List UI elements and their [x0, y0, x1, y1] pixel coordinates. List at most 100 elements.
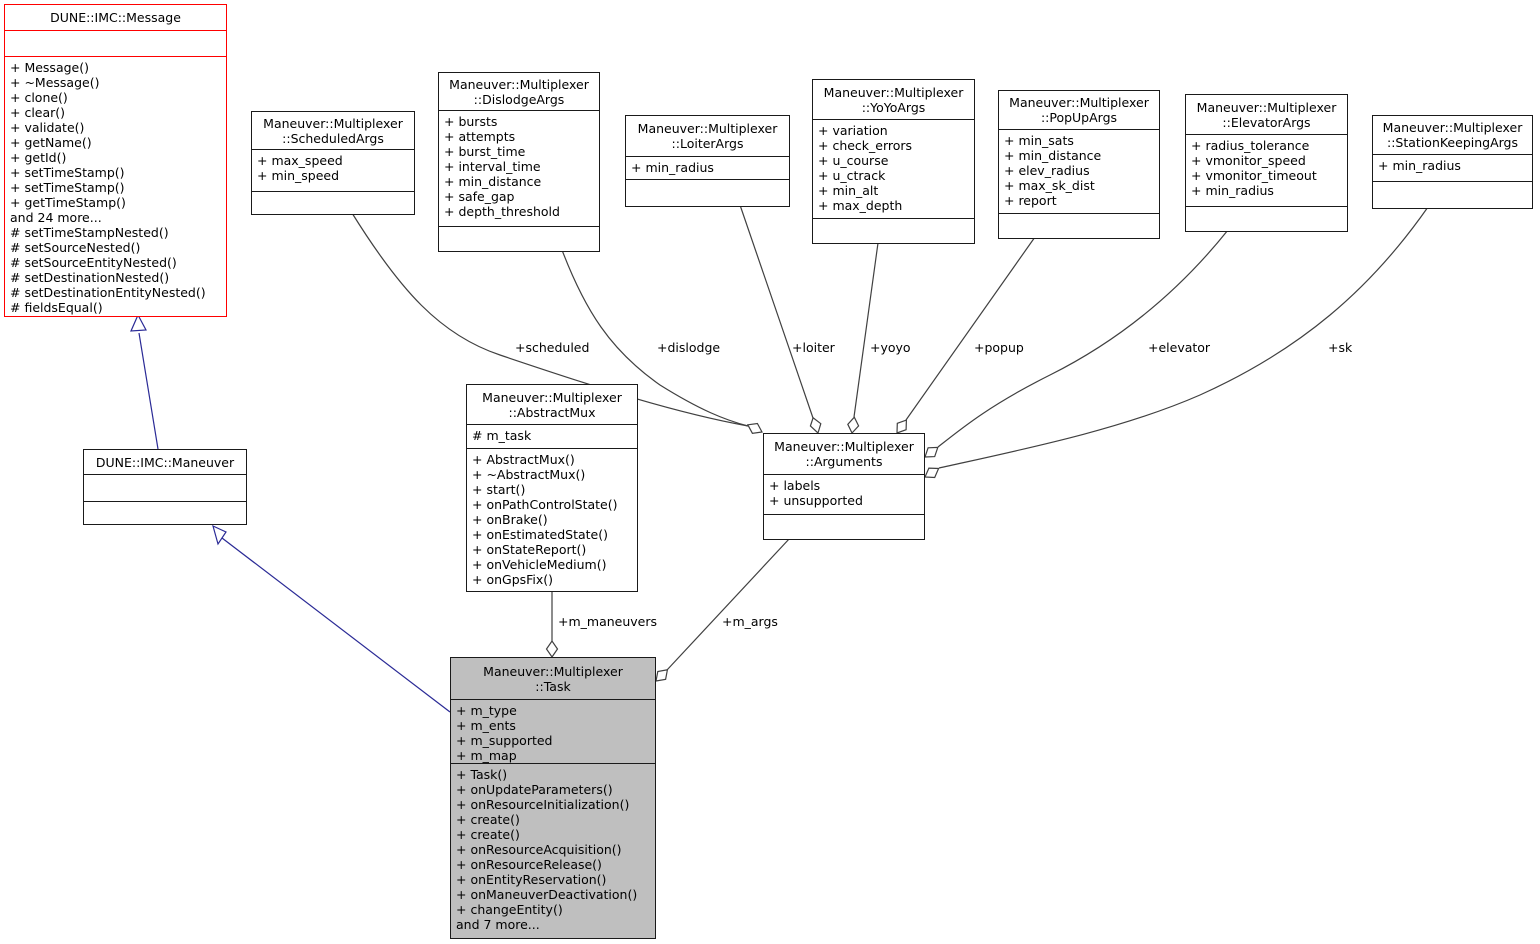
method-line: + getId()	[10, 150, 67, 165]
method-line: + setTimeStamp()	[10, 165, 125, 180]
edge-label-m-maneuvers: +m_maneuvers	[558, 614, 658, 629]
method-line: + onGpsFix()	[472, 572, 554, 587]
attribute-line: + m_ents	[456, 718, 516, 733]
edge-label-scheduled: +scheduled	[515, 340, 590, 355]
method-line: # fieldsEqual()	[10, 300, 103, 315]
inheritance-arrowhead	[212, 524, 227, 546]
class-box-arguments: Maneuver::Multiplexer::Arguments + label…	[763, 433, 925, 540]
method-line: + onBrake()	[472, 512, 548, 527]
method-line: + onEntityReservation()	[456, 872, 607, 887]
edge-label-popup: +popup	[974, 340, 1024, 355]
class-title-line: Maneuver::Multiplexer	[482, 389, 622, 405]
attribute-line: + radius_tolerance	[1191, 138, 1310, 153]
edge-m-args	[666, 537, 791, 671]
class-attributes	[5, 30, 226, 56]
class-title: Maneuver::Multiplexer::Task	[451, 658, 655, 699]
class-box-scheduled-args: Maneuver::Multiplexer::ScheduledArgs + m…	[251, 111, 415, 215]
class-title-line: DUNE::IMC::Message	[50, 10, 181, 25]
aggregation-diamond	[924, 446, 939, 458]
edge-popup	[905, 236, 1036, 421]
method-line: + Message()	[10, 60, 89, 75]
class-methods	[813, 218, 974, 243]
class-title-line: Maneuver::Multiplexer	[449, 76, 589, 92]
class-box-dislodge-args: Maneuver::Multiplexer::DislodgeArgs + bu…	[438, 72, 600, 252]
class-attributes: + max_speed+ min_speed	[252, 149, 414, 191]
edge-label-loiter: +loiter	[792, 340, 835, 355]
class-title-line: ::PopUpArgs	[1040, 110, 1118, 125]
aggregation-diamond	[545, 639, 559, 659]
method-line: + onEstimatedState()	[472, 527, 609, 542]
class-methods	[1186, 206, 1347, 231]
attribute-line: + max_speed	[257, 153, 343, 168]
edge-maneuver-inherits-message	[138, 332, 159, 450]
method-line: + onResourceAcquisition()	[456, 842, 622, 857]
class-methods	[84, 501, 246, 524]
method-line: + clear()	[10, 105, 66, 120]
class-attributes: # m_task	[467, 424, 637, 448]
method-line: + getTimeStamp()	[10, 195, 126, 210]
method-line: + create()	[456, 827, 520, 842]
attribute-line: + u_course	[818, 153, 889, 168]
class-methods	[764, 514, 924, 539]
class-title: Maneuver::Multiplexer::PopUpArgs	[999, 91, 1159, 129]
class-title: Maneuver::Multiplexer::LoiterArgs	[626, 116, 789, 156]
method-line: # setSourceNested()	[10, 240, 141, 255]
class-methods: + Task()+ onUpdateParameters()+ onResour…	[451, 763, 655, 938]
class-attributes: + labels+ unsupported	[764, 474, 924, 514]
class-title-line: ::DislodgeArgs	[473, 91, 565, 107]
attribute-line: + m_type	[456, 703, 517, 718]
attribute-line: + vmonitor_timeout	[1191, 168, 1317, 183]
class-title: DUNE::IMC::Maneuver	[84, 450, 246, 474]
attribute-line: + unsupported	[769, 493, 863, 508]
class-title: Maneuver::Multiplexer::ElevatorArgs	[1186, 95, 1347, 134]
inheritance-arrowhead	[130, 313, 147, 332]
class-box-dune-imc-maneuver: DUNE::IMC::Maneuver	[83, 449, 247, 525]
class-title-line: ::AbstractMux	[508, 404, 596, 420]
class-box-dune-imc-message: DUNE::IMC::Message + Message()+ ~Message…	[4, 4, 227, 317]
class-attributes: + min_sats+ min_distance+ elev_radius+ m…	[999, 129, 1159, 213]
aggregation-diamond	[847, 416, 860, 435]
class-title-line: ::YoYoArgs	[861, 99, 926, 115]
attribute-line: + report	[1004, 193, 1057, 208]
edge-label-elevator: +elevator	[1148, 340, 1211, 355]
class-title-line: Maneuver::Multiplexer	[483, 663, 623, 679]
method-line: + onResourceInitialization()	[456, 797, 630, 812]
attribute-line: + min_alt	[818, 183, 879, 198]
class-methods: + Message()+ ~Message()+ clone()+ clear(…	[5, 56, 226, 316]
attribute-line: + min_sats	[1004, 133, 1074, 148]
attribute-line: + min_speed	[257, 168, 340, 183]
method-line: + clone()	[10, 90, 68, 105]
class-title-line: ::ElevatorArgs	[1222, 114, 1311, 130]
attribute-line: + vmonitor_speed	[1191, 153, 1306, 168]
method-line: + onStateReport()	[472, 542, 587, 557]
attribute-line: + burst_time	[444, 144, 526, 159]
class-title-line: Maneuver::Multiplexer	[1009, 95, 1149, 110]
attribute-line: + attempts	[444, 129, 516, 144]
class-box-elevator-args: Maneuver::Multiplexer::ElevatorArgs + ra…	[1185, 94, 1348, 232]
attribute-line: + min_radius	[1378, 158, 1461, 173]
attribute-line: + u_ctrack	[818, 168, 886, 183]
class-title-line: ::StationKeepingArgs	[1387, 135, 1518, 150]
method-line: + onResourceRelease()	[456, 857, 602, 872]
edge-label-dislodge: +dislodge	[657, 340, 721, 355]
class-title-line: ::ScheduledArgs	[282, 130, 384, 146]
aggregation-diamond	[896, 419, 908, 434]
attribute-line: + max_depth	[818, 198, 903, 213]
method-line: # setTimeStampNested()	[10, 225, 169, 240]
attribute-line: + min_distance	[1004, 148, 1102, 163]
edge-elevator	[937, 229, 1229, 448]
method-line: + onManeuverDeactivation()	[456, 887, 638, 902]
attribute-line: + m_supported	[456, 733, 553, 748]
method-line: + getName()	[10, 135, 92, 150]
method-line: + create()	[456, 812, 520, 827]
class-box-task: Maneuver::Multiplexer::Task + m_type+ m_…	[450, 657, 656, 939]
attribute-line: + depth_threshold	[444, 204, 560, 219]
edge-label-sk: +sk	[1328, 340, 1353, 355]
class-title: DUNE::IMC::Message	[5, 5, 226, 30]
class-attributes	[84, 474, 246, 501]
method-line: + onPathControlState()	[472, 497, 618, 512]
class-title-line: ::LoiterArgs	[671, 136, 744, 151]
method-line: + changeEntity()	[456, 902, 563, 917]
class-methods	[439, 226, 599, 251]
class-title-line: Maneuver::Multiplexer	[823, 84, 964, 100]
